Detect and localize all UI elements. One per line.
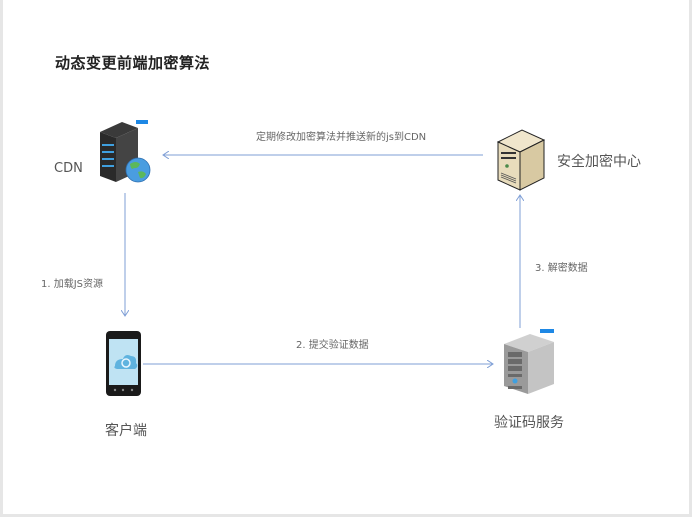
diagram-title: 动态变更前端加密算法 [55, 54, 211, 72]
client-label: 客户端 [105, 423, 147, 439]
beige-server-icon [496, 129, 546, 191]
edge-label-push: 定期修改加密算法并推送新的js到CDN [256, 132, 427, 143]
server-globe-icon [100, 120, 151, 183]
edge-label-decrypt: 3. 解密数据 [535, 263, 588, 274]
smartphone-icon [106, 331, 141, 396]
cdn-label: CDN [54, 161, 83, 176]
captcha-service-label: 验证码服务 [494, 415, 564, 431]
diagram-canvas [3, 0, 689, 514]
security-center-label: 安全加密中心 [557, 154, 641, 170]
gray-server-icon [504, 329, 554, 394]
edge-label-submit: 2. 提交验证数据 [296, 340, 369, 351]
edge-label-load: 1. 加载JS资源 [41, 279, 104, 290]
